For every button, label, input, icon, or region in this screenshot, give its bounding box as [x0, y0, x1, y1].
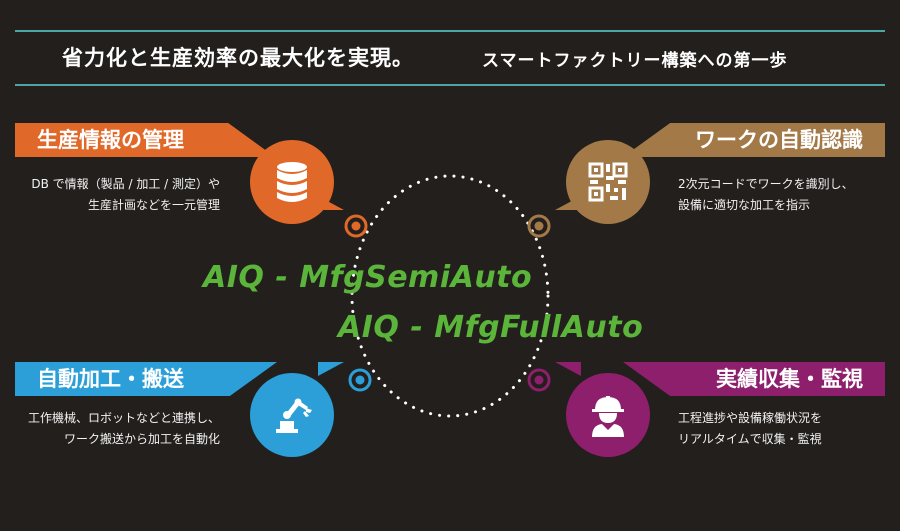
database-icon: [277, 162, 307, 202]
robot-arm-icon: [276, 398, 312, 433]
page-subtitle: スマートファクトリー構築への第一歩: [482, 51, 788, 71]
node-orange: [344, 214, 368, 238]
bubble-tail: [318, 362, 344, 376]
page-title: 省力化と生産効率の最大化を実現。: [62, 46, 414, 70]
worker-helmet-icon: [592, 396, 624, 437]
feature-title-work-recognition: ワークの自動認識: [623, 123, 885, 157]
node-magenta: [527, 368, 551, 392]
header-top-rule: [15, 30, 885, 32]
feature-desc-production-info: DB で情報（製品 / 加工 / 測定）や 生産計画などを一元管理: [31, 177, 220, 212]
bubble-tail: [555, 362, 581, 376]
feature-icon-circle: [250, 140, 334, 224]
feature-title-auto-processing: 自動加工・搬送: [15, 362, 277, 396]
feature-title-production-info: 生産情報の管理: [15, 123, 275, 157]
node-brown: [527, 214, 551, 238]
connector-ring: [350, 174, 550, 418]
feature-icon-circle: [250, 373, 334, 457]
product-name-fullauto: AIQ - MfgFullAuto: [338, 310, 644, 345]
qr-code-icon: [588, 162, 628, 202]
feature-desc-results-monitoring: 工程進捗や設備稼働状況を リアルタイムで収集・監視: [678, 411, 823, 446]
feature-desc-work-recognition: 2次元コードでワークを識別し、 設備に適切な加工を指示: [678, 177, 854, 212]
header-bottom-rule: [15, 84, 885, 86]
feature-icon-circle: [566, 140, 650, 224]
feature-title-results-monitoring: 実績収集・監視: [623, 362, 885, 396]
product-name-semiauto: AIQ - MfgSemiAuto: [203, 260, 533, 295]
feature-desc-auto-processing: 工作機械、ロボットなどと連携し、 ワーク搬送から加工を自動化: [27, 411, 220, 446]
feature-icon-circle: [566, 373, 650, 457]
node-blue: [348, 368, 372, 392]
